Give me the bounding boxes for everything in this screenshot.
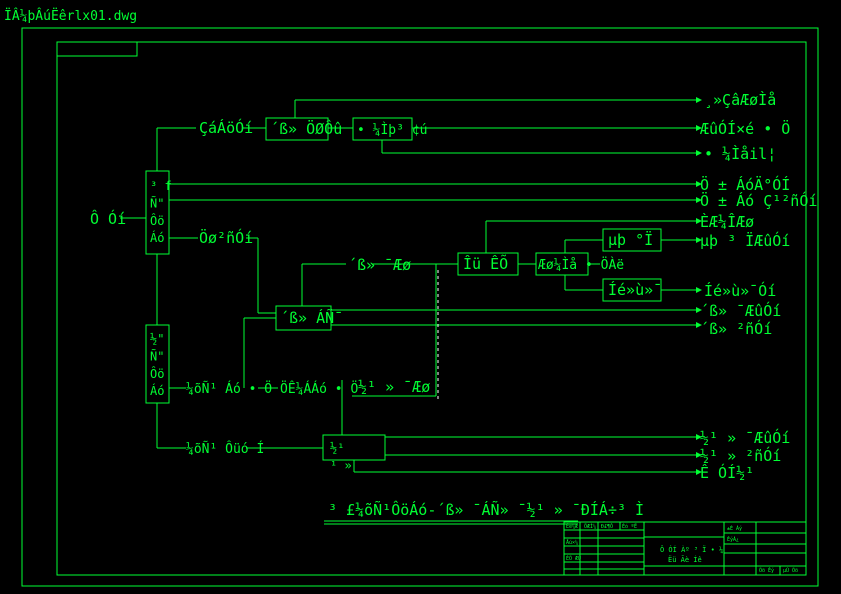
title-block-cell: ±È Àý [727, 524, 742, 532]
mix-box-label: Îü ÊÕ [463, 254, 508, 273]
output-label: ´ß» ²ñÓí [700, 319, 772, 338]
react-box [275, 305, 332, 331]
lower-split-box [145, 324, 170, 404]
stable-box-label: Æø¼Ìå • ÖÀë [538, 256, 624, 273]
output-label: Íé»ù»¯Óí [704, 281, 776, 300]
output-label: ÈÆ¼ÎÆø [700, 212, 754, 231]
title-block-cell: Éè¼Æ [566, 522, 578, 530]
dry-box [352, 117, 413, 141]
output-label: ½¹ » ²ñÓí [700, 446, 781, 465]
lower-a-label: ¼õÑ¹ Áó • Ö [186, 380, 272, 397]
title-block-name: Ëü Ãè Íê [668, 555, 702, 564]
sep1-box [602, 228, 662, 252]
output-label: Ö ± Áó Ç¹²ñÓí [700, 191, 817, 210]
drawing-caption: ³ £¼õÑ¹ÔöÁó-´ß» ¯ÁÑ» ¯½¹ » ¯ÐÍÁ÷³ Ì [328, 500, 644, 519]
branch-a-label: ÇáÁöÓí [199, 118, 253, 137]
title-block-cell: Åú×¼ [566, 539, 578, 546]
title-block-cell: Õö Êý [759, 566, 774, 574]
drawing-title: ÏÂ¼þÂúËêrlx01.dwg [4, 8, 137, 24]
output-label: ½¹ » ¯ÆûÓí [700, 428, 790, 447]
output-label: µþ ³ ÏÆûÓí [700, 231, 790, 250]
output-label: Ê ÓÍ½¹ [700, 463, 754, 482]
material-label: Ô­ Óí [90, 209, 126, 228]
title-block-cell: µÚ Õö [783, 567, 798, 574]
mid-label: ´ß» ¯Æø [348, 256, 411, 274]
mix-box [457, 252, 519, 276]
output-label: Ö ± ÁóÄ°ÓÍ [700, 175, 790, 194]
output-label: ´ß» ¯ÆûÓí [700, 301, 781, 320]
output-label: ÆûÓÍ×é • Ö [700, 119, 790, 138]
sep2-box [602, 278, 662, 302]
cut-box [265, 117, 329, 141]
inner-frame [56, 41, 807, 576]
output-labels: ¸»ÇâÆøÌå ÆûÓÍ×é • Ö • ¼Ìåil¦ Ö ± ÁóÄ°ÓÍ … [700, 90, 817, 482]
sep2-label: Íé»ù»¯ [608, 280, 662, 299]
output-label: • ¼Ìåil¦ [704, 144, 776, 163]
title-block-cell: Éó ºË [622, 522, 637, 530]
title-block-cell: ÊýÁ¿ [727, 535, 739, 543]
sep1-label: µþ °Ï [608, 230, 653, 249]
stable-box [535, 252, 589, 276]
lower-b-label: ÖÊ¼ÁÁó • Ö [280, 380, 358, 397]
title-block-cell: ÖÆÍ¼ [584, 522, 596, 530]
react-box-label: ´ß» ÁÑ¯ [280, 308, 343, 327]
cut-box-label: ´ß» ÖØÔû [270, 119, 342, 138]
output-label: ¸»ÇâÆøÌå [704, 90, 776, 109]
title-block-cell: Ð£¶Ô [601, 523, 613, 530]
dry-box-label: • ¼Ìþ³ ¢ú [357, 122, 427, 138]
lower-c-label: ½¹ » ¯Æø [358, 378, 430, 396]
outer-frame [21, 27, 819, 587]
arrowheads [696, 97, 702, 475]
lower-d-label: ¼õÑ¹ Ôüó Í [186, 441, 264, 457]
branch-b-label: Öø²ñÓí [199, 228, 253, 247]
coke-box [322, 434, 386, 461]
title-block-name: Ô­ ÓÍ Àº ³ Ï • ¼ [660, 545, 723, 554]
flow-lines [120, 99, 696, 473]
title-block: Éè¼Æ ÖÆÍ¼ Ð£¶Ô Éó ºË Åú×¼ ÈÕ ÆÚ ±È Àý Êý… [563, 521, 807, 576]
corner-tab [56, 41, 138, 57]
title-block-cell: ÈÕ ÆÚ [566, 554, 581, 562]
main-split-box [145, 170, 170, 255]
